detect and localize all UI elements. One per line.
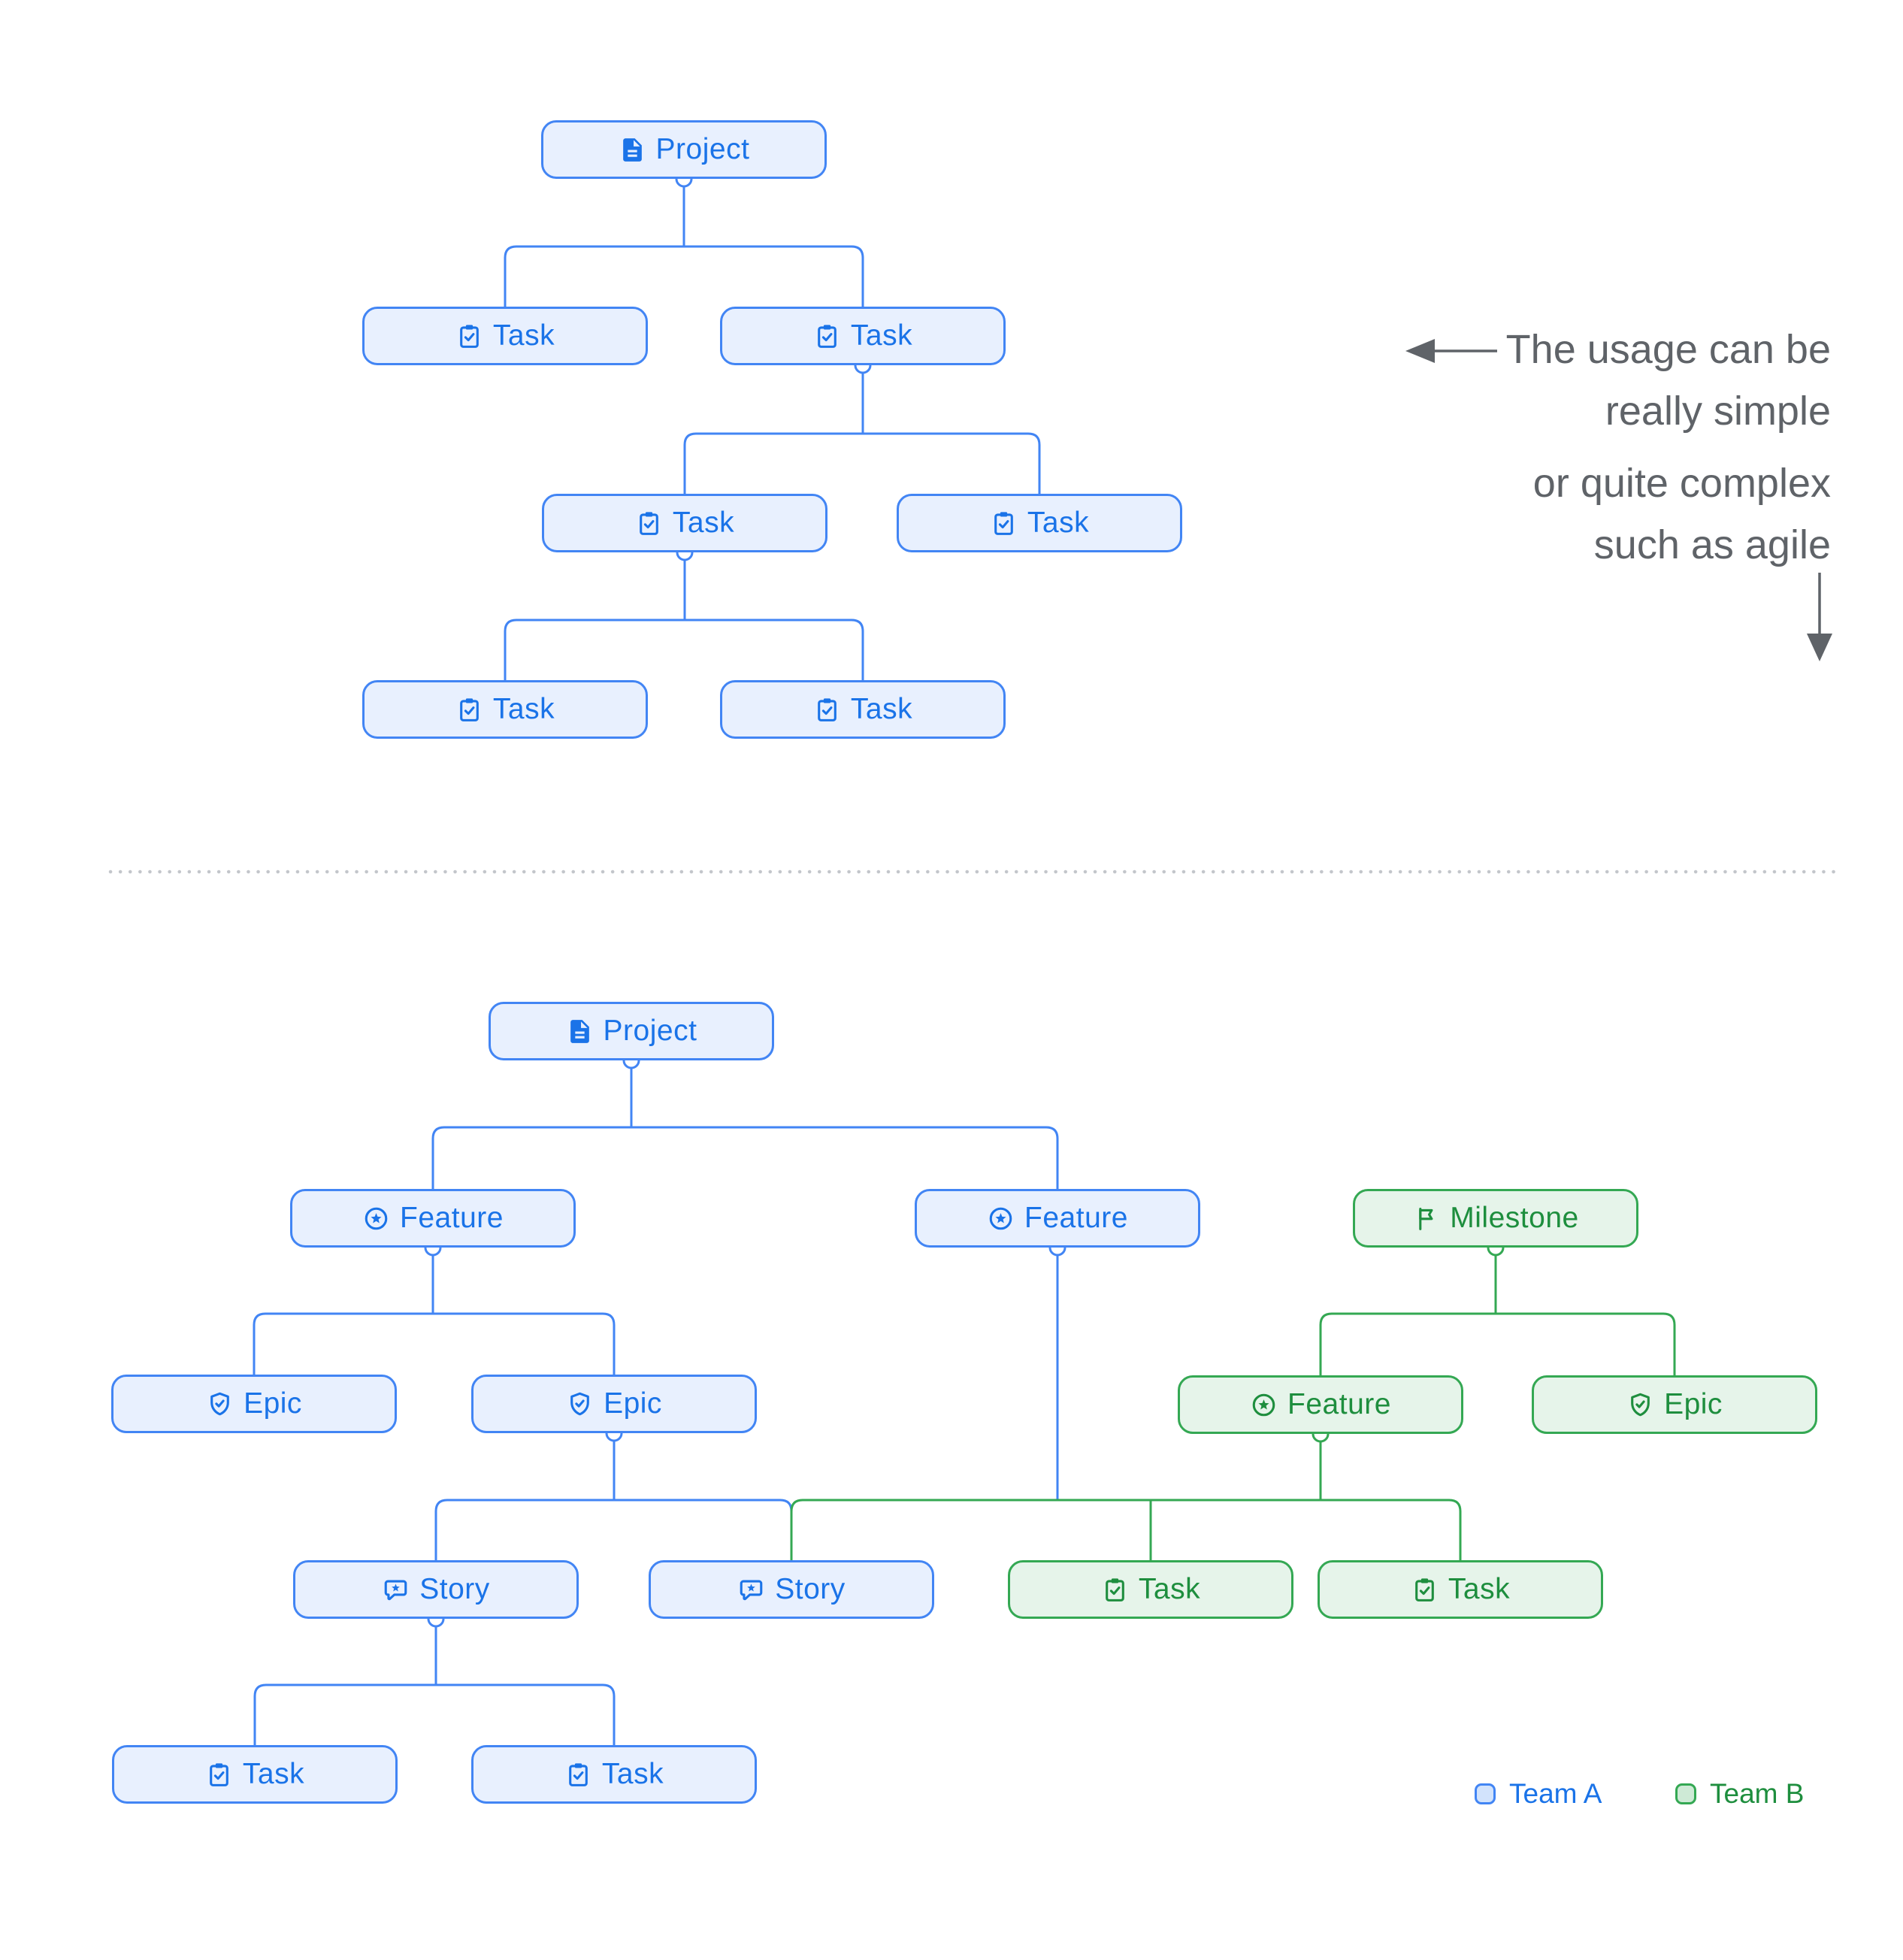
node-label: Epic (244, 1387, 302, 1420)
node-label: Task (850, 693, 913, 725)
node-project-bottom: Project (489, 1002, 774, 1060)
clipboard-check-icon (455, 696, 483, 724)
annotation-line-3: or quite complex (1532, 461, 1831, 506)
clipboard-check-icon (455, 322, 483, 350)
node-label: Feature (400, 1202, 504, 1234)
annotation-line-2: really simple (1605, 389, 1831, 434)
node-label: Task (1448, 1573, 1511, 1605)
document-icon (566, 1018, 594, 1045)
node-epic: Epic (1532, 1375, 1817, 1434)
team-b-label: Team B (1710, 1778, 1805, 1809)
node-epic: Epic (471, 1375, 757, 1433)
team-a-swatch (1475, 1783, 1496, 1804)
legend-team-b: Team B (1675, 1778, 1804, 1810)
node-label: Feature (1024, 1202, 1128, 1234)
node-story: Story (649, 1560, 934, 1619)
top-tree-connectors (504, 179, 1041, 680)
node-task: Task (897, 494, 1182, 552)
annotation-text: The usage can be really simple or quite … (1506, 319, 1831, 576)
team-a-label: Team A (1509, 1778, 1602, 1809)
node-label: Milestone (1450, 1202, 1579, 1234)
star-circle-icon (1250, 1391, 1278, 1419)
node-task: Task (720, 680, 1006, 739)
star-circle-icon (987, 1205, 1015, 1233)
star-circle-icon (362, 1205, 390, 1233)
node-feature: Feature (915, 1189, 1200, 1248)
document-icon (619, 136, 646, 164)
node-label: Task (601, 1758, 664, 1790)
clipboard-check-icon (813, 322, 841, 350)
node-label: Task (1138, 1573, 1201, 1605)
flag-icon (1412, 1205, 1440, 1233)
node-feature: Feature (290, 1189, 576, 1248)
shield-check-icon (206, 1390, 234, 1418)
node-task: Task (112, 1745, 398, 1804)
node-task: Task (1318, 1560, 1603, 1619)
node-label: Task (1027, 507, 1090, 539)
node-label: Task (850, 319, 913, 352)
node-label: Epic (1664, 1388, 1723, 1420)
clipboard-check-icon (205, 1761, 233, 1789)
clipboard-check-icon (1411, 1576, 1439, 1604)
node-epic: Epic (111, 1375, 397, 1433)
node-milestone: Milestone (1353, 1189, 1638, 1248)
node-label: Epic (604, 1387, 662, 1420)
node-feature: Feature (1178, 1375, 1463, 1434)
bottom-tree-green-connectors (790, 1248, 1676, 1560)
node-task: Task (471, 1745, 757, 1804)
clipboard-check-icon (564, 1761, 592, 1789)
node-label: Project (603, 1015, 697, 1047)
annotation-line-4: such as agile (1593, 522, 1831, 567)
node-label: Task (672, 507, 735, 539)
shield-check-icon (566, 1390, 594, 1418)
node-project-top: Project (541, 120, 827, 179)
team-b-swatch (1675, 1783, 1696, 1804)
down-arrow-icon (1807, 573, 1832, 661)
node-label: Story (775, 1573, 846, 1605)
node-story: Story (293, 1560, 579, 1619)
node-task: Task (720, 307, 1006, 365)
node-task: Task (362, 680, 648, 739)
node-label: Feature (1287, 1388, 1391, 1420)
bottom-tree-blue-connectors (253, 1060, 1059, 1745)
story-bubble-icon (382, 1576, 410, 1604)
node-label: Task (242, 1758, 305, 1790)
node-label: Project (655, 133, 750, 165)
clipboard-check-icon (635, 510, 663, 537)
shield-check-icon (1626, 1391, 1654, 1419)
node-task: Task (362, 307, 648, 365)
clipboard-check-icon (813, 696, 841, 724)
annotation-line-1: The usage can be (1505, 327, 1831, 372)
node-label: Story (419, 1573, 490, 1605)
legend-team-a: Team A (1475, 1778, 1602, 1810)
clipboard-check-icon (1101, 1576, 1129, 1604)
node-task: Task (1008, 1560, 1293, 1619)
left-arrow-icon (1405, 339, 1497, 363)
node-task: Task (542, 494, 827, 552)
node-label: Task (492, 693, 555, 725)
story-bubble-icon (737, 1576, 765, 1604)
node-label: Task (492, 319, 555, 352)
clipboard-check-icon (990, 510, 1018, 537)
